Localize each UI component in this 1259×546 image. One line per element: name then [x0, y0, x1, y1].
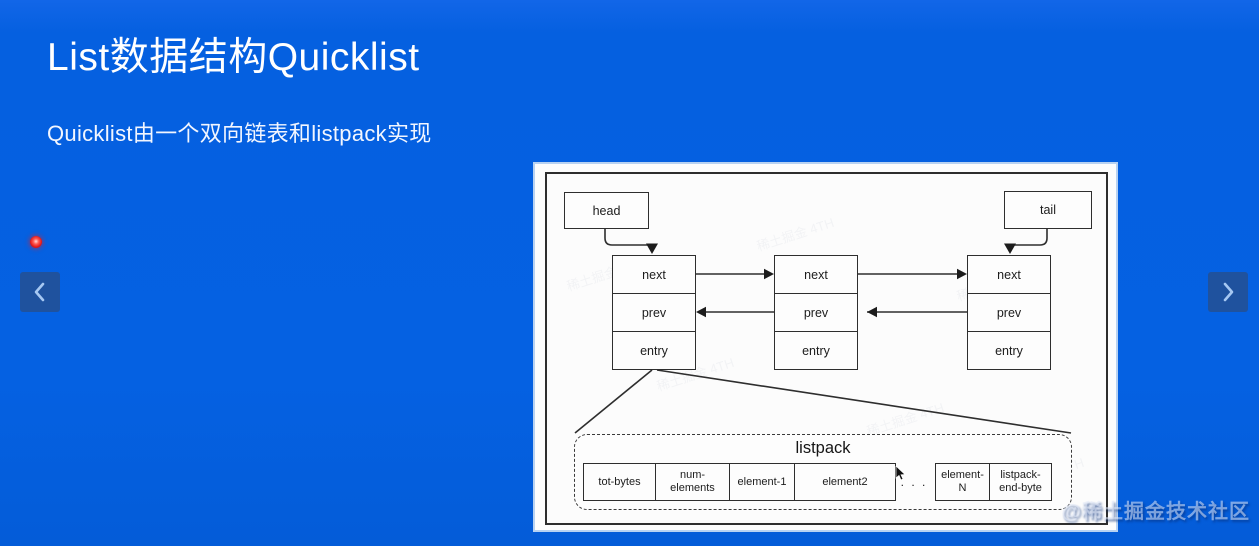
head-pointer-box: head [564, 192, 649, 229]
head-label: head [592, 203, 621, 218]
node2-field-entry: entry [775, 331, 857, 369]
tail-pointer-box: tail [1004, 191, 1092, 229]
listpack-cell-element-N: element-N [935, 463, 990, 501]
next-slide-button[interactable] [1208, 272, 1248, 312]
quicklist-node-3: next prev entry [967, 255, 1051, 370]
node1-field-prev: prev [613, 293, 695, 331]
node3-field-entry: entry [968, 331, 1050, 369]
quicklist-diagram-panel: 稀土掘金 4TH 稀土掘金 4TH 稀土掘金 4TH 稀土掘金 4TH 稀土掘金… [533, 162, 1118, 532]
chevron-left-icon [30, 280, 50, 304]
tail-label: tail [1040, 203, 1056, 217]
listpack-cells-right: element-N listpack-end-byte [935, 463, 1052, 501]
node3-field-next: next [997, 267, 1021, 282]
slide-subtitle: Quicklist由一个双向链表和listpack实现 [47, 121, 432, 146]
ellipsis: . . . [900, 475, 928, 489]
page-title: List数据结构Quicklist [47, 36, 420, 79]
node1-field-entry: entry [613, 331, 695, 369]
node1-field-next: next [642, 267, 666, 282]
quicklist-node-2: next prev entry [774, 255, 858, 370]
listpack-cell-element2: element2 [795, 463, 896, 501]
red-dot-icon [30, 236, 42, 248]
prev-slide-button[interactable] [20, 272, 60, 312]
community-watermark: @稀土掘金技术社区 [1061, 501, 1250, 523]
listpack-cells-left: tot-bytes num-elements element-1 element… [583, 463, 896, 501]
quicklist-node-1: next prev entry [612, 255, 696, 370]
node2-field-prev: prev [775, 293, 857, 331]
node3-field-prev: prev [968, 293, 1050, 331]
chevron-right-icon [1218, 280, 1238, 304]
listpack-cell-tot-bytes: tot-bytes [583, 463, 656, 501]
listpack-container: listpack tot-bytes num-elements element-… [574, 434, 1072, 510]
listpack-cell-num-elements: num-elements [656, 463, 730, 501]
node2-field-next: next [804, 267, 828, 282]
listpack-cell-listpack-end-byte: listpack-end-byte [990, 463, 1052, 501]
listpack-cell-element-1: element-1 [730, 463, 795, 501]
listpack-title: listpack [795, 439, 851, 457]
